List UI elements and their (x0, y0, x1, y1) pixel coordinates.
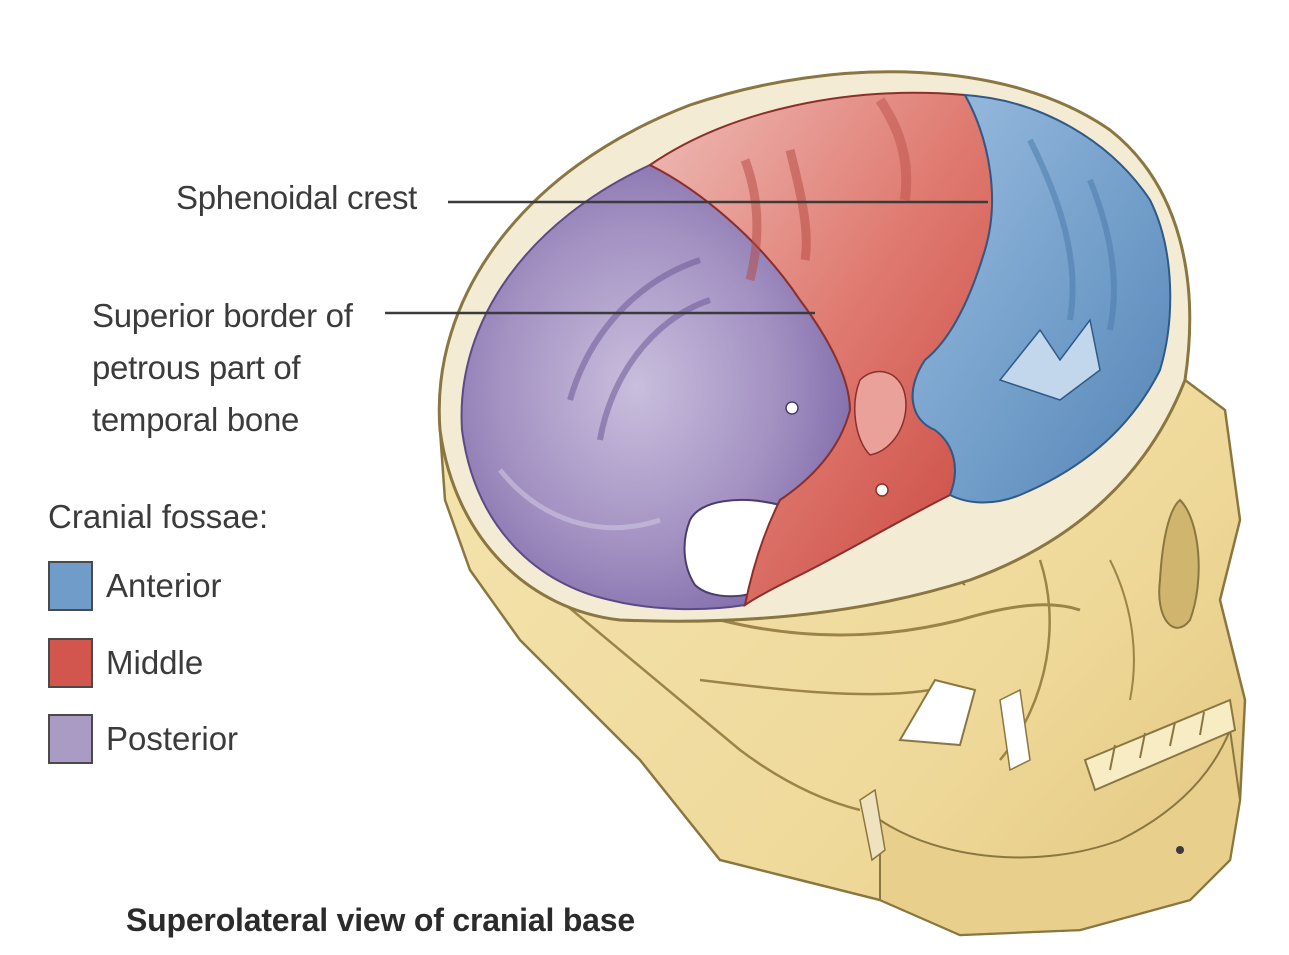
legend-swatch-posterior (48, 714, 93, 764)
legend-label-posterior: Posterior (106, 720, 238, 758)
figure-caption: Superolateral view of cranial base (126, 902, 635, 939)
legend-item-anterior: Anterior (48, 561, 308, 611)
legend-title: Cranial fossae: (48, 498, 268, 536)
legend-swatch-middle (48, 638, 93, 688)
legend-item-middle: Middle (48, 638, 308, 688)
legend-swatch-anterior (48, 561, 93, 611)
label-sphenoidal-crest: Sphenoidal crest (176, 178, 417, 218)
label-petrous-line-1: Superior border of (92, 290, 353, 342)
legend-label-anterior: Anterior (106, 567, 222, 605)
label-petrous-line-3: temporal bone (92, 394, 353, 446)
legend-item-posterior: Posterior (48, 714, 308, 764)
label-petrous-border: Superior border of petrous part of tempo… (92, 290, 353, 446)
label-petrous-line-2: petrous part of (92, 342, 353, 394)
legend-label-middle: Middle (106, 644, 203, 682)
